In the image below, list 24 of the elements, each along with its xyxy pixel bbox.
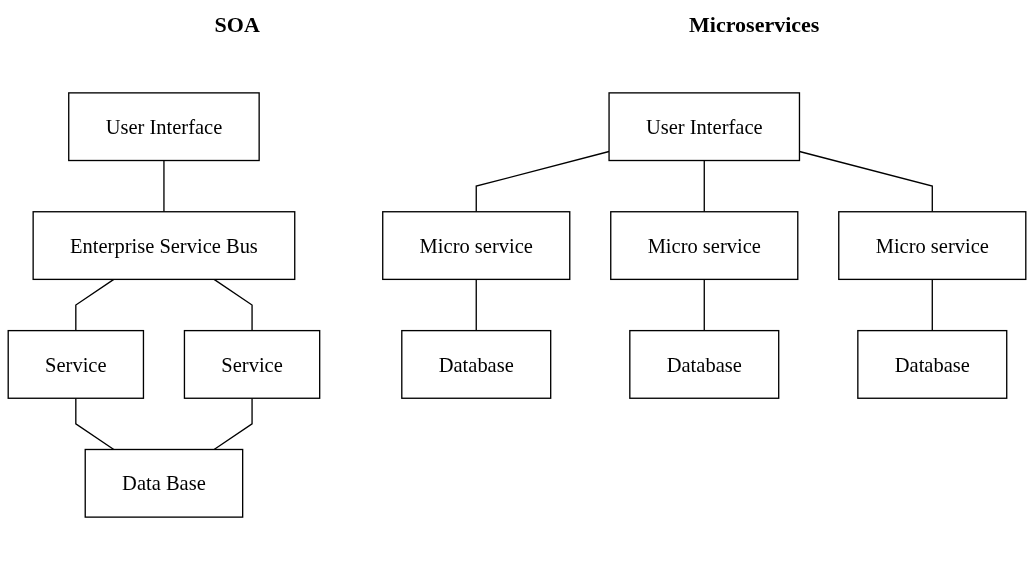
node-box: Database — [401, 329, 552, 399]
connector — [703, 278, 705, 332]
node-box: Micro service — [382, 211, 571, 281]
node-box: Database — [857, 329, 1008, 399]
node-box: Micro service — [610, 211, 799, 281]
connector — [75, 278, 115, 332]
connector — [931, 278, 933, 332]
section-heading: SOA — [214, 12, 260, 38]
connector — [213, 278, 253, 332]
connector — [475, 278, 477, 332]
node-box: Service — [183, 329, 321, 399]
node-box: User Interface — [608, 92, 801, 162]
connector — [75, 397, 115, 451]
connector — [163, 159, 165, 213]
node-box: Data Base — [84, 448, 244, 518]
node-box: User Interface — [68, 92, 260, 162]
connector — [703, 159, 705, 213]
connector — [475, 150, 610, 213]
node-box: Enterprise Service Bus — [32, 211, 296, 281]
node-box: Database — [629, 329, 780, 399]
node-box: Micro service — [838, 211, 1027, 281]
node-box: Service — [7, 329, 145, 399]
connector — [213, 397, 253, 451]
section-heading: Microservices — [689, 12, 820, 38]
